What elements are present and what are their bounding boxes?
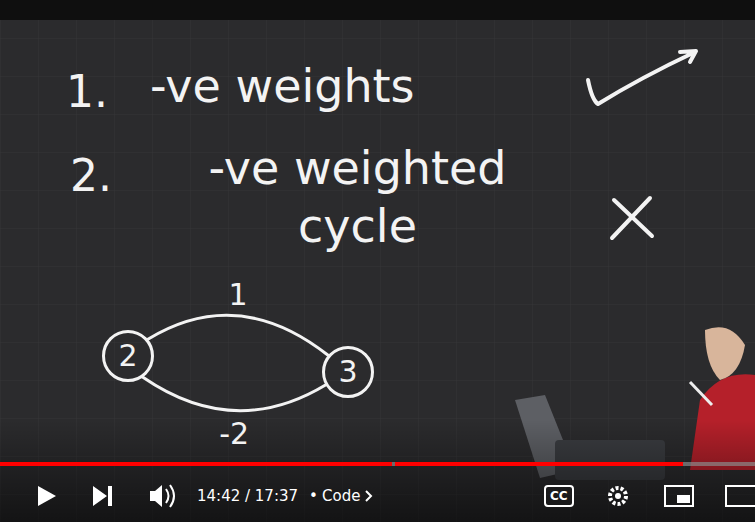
vertex-number: 2: [118, 341, 137, 371]
check-mark: [588, 51, 696, 104]
list-number: 2.: [70, 148, 112, 203]
volume-waves: [166, 485, 174, 507]
vertex-circle: 3: [322, 346, 374, 398]
note-text: -ve weighted cycle: [165, 140, 550, 255]
chapter-title: Code: [322, 487, 360, 506]
chevron-icon: [366, 491, 371, 501]
edge-curve: [148, 315, 328, 355]
next-icon: [93, 486, 112, 506]
cross-mark: [612, 198, 652, 238]
edge-weight: 1: [228, 280, 247, 310]
edge-weight: -2: [219, 419, 249, 449]
volume-icon: [150, 485, 162, 507]
play-icon: [38, 486, 56, 506]
vertex-number: 3: [338, 357, 357, 387]
settings-icon: [610, 488, 626, 504]
list-number: 1.: [66, 64, 108, 119]
cc-text: CC: [550, 489, 568, 504]
theater-icon: [726, 486, 755, 506]
separator: •: [309, 487, 318, 506]
edge-curve: [143, 377, 326, 410]
note-text: -ve weights: [150, 58, 415, 116]
miniplayer-icon: [665, 486, 693, 506]
cc-button: [545, 486, 573, 506]
vertex-circle: 2: [102, 330, 154, 382]
video-time: 14:42 / 17:37: [197, 487, 298, 506]
